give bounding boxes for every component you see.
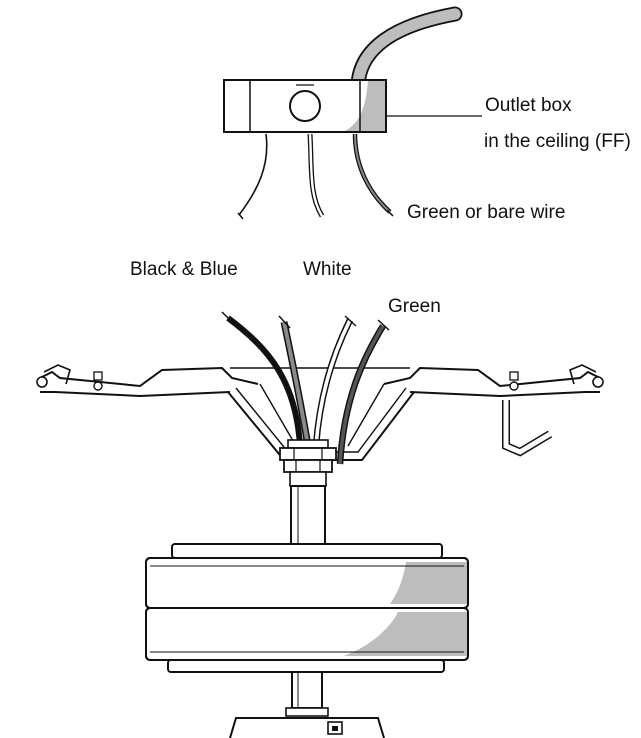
label-green: Green bbox=[388, 296, 441, 317]
label-outlet-box: Outlet box bbox=[485, 95, 572, 116]
fan-wire-green bbox=[336, 319, 390, 465]
mounting-bracket bbox=[36, 364, 604, 461]
label-in-the-ceiling: in the ceiling (FF) bbox=[484, 131, 631, 152]
label-black-blue: Black & Blue bbox=[130, 259, 238, 280]
fan-wire-black-blue bbox=[221, 311, 303, 447]
fan-wire-blue bbox=[278, 315, 312, 447]
fan-wire-white bbox=[312, 315, 357, 447]
lower-shaft bbox=[285, 671, 329, 717]
ceiling-wire-black bbox=[237, 133, 268, 220]
downrod-nut-assembly bbox=[279, 439, 337, 487]
label-white: White bbox=[303, 259, 352, 280]
motor-housing bbox=[145, 543, 469, 673]
ceiling-wire-ground bbox=[352, 133, 394, 217]
outlet-box bbox=[223, 79, 387, 133]
ceiling-supply-cable bbox=[350, 6, 463, 93]
ceiling-wire-white bbox=[307, 133, 325, 218]
downrod bbox=[278, 485, 338, 545]
label-green-or-bare-wire: Green or bare wire bbox=[407, 202, 566, 223]
switch-housing bbox=[229, 717, 385, 738]
